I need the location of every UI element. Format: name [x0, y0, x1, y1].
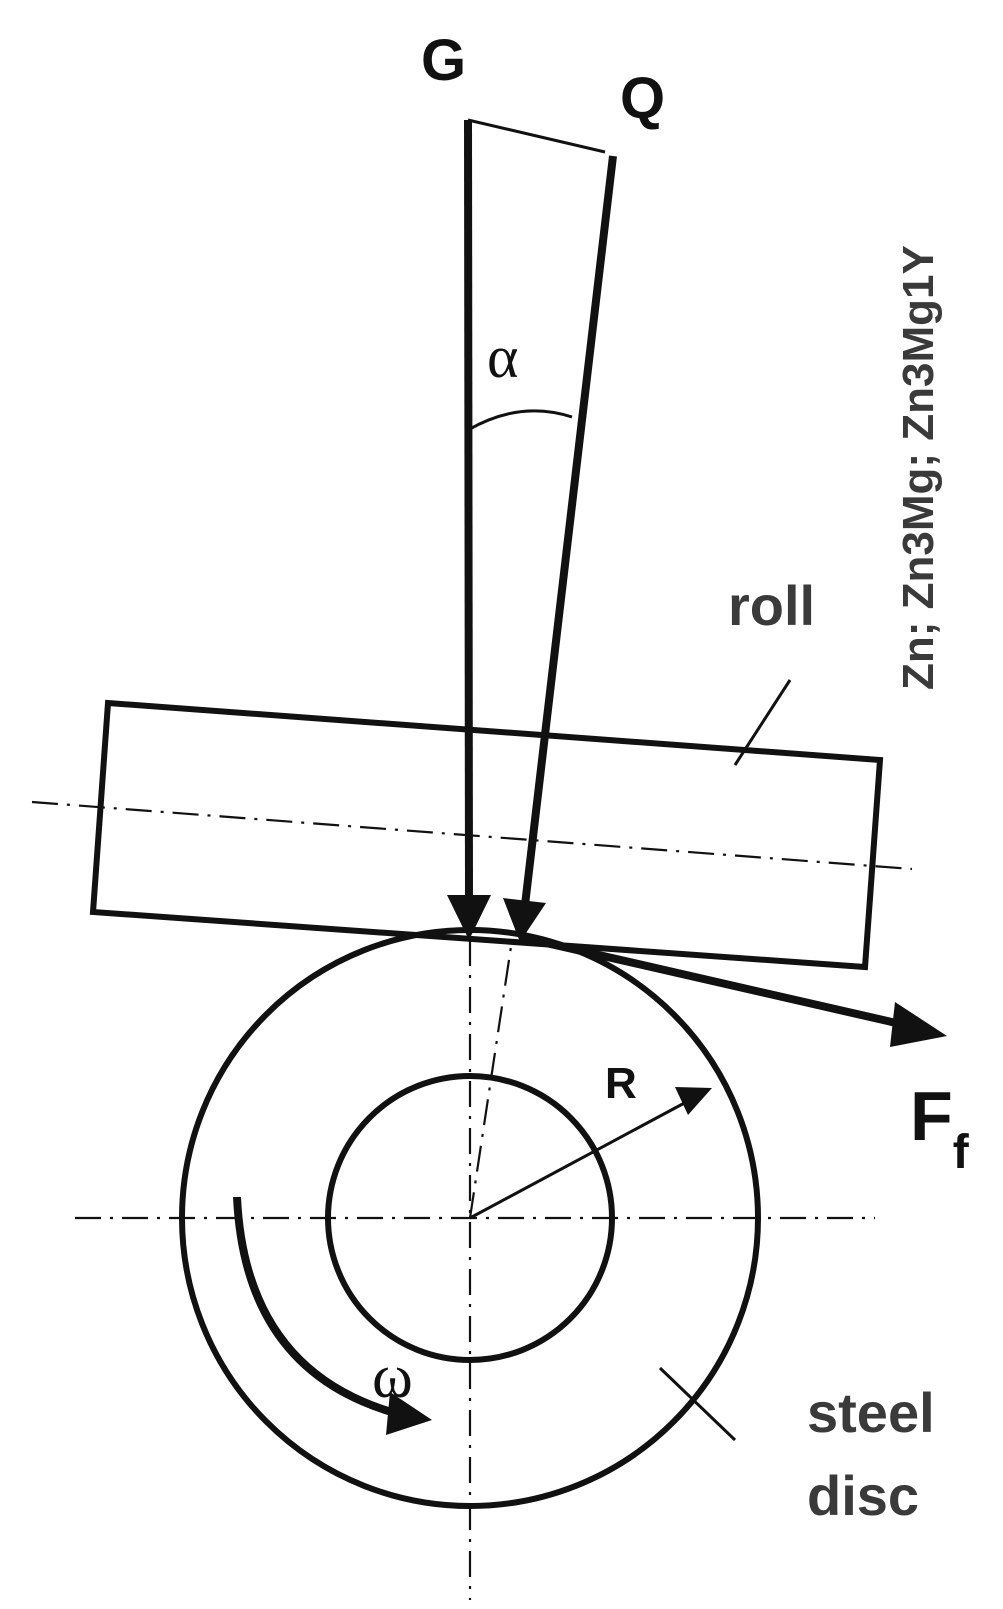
radius-line	[469, 1098, 691, 1220]
label-friction-force-sub: f	[953, 1126, 970, 1179]
roll-leader-line	[733, 679, 792, 766]
label-steel: steel	[807, 1381, 935, 1444]
roll-body	[89, 699, 884, 971]
label-g: G	[421, 28, 466, 93]
force-q-line	[521, 155, 617, 906]
label-roll: roll	[728, 574, 815, 637]
force-g-line	[464, 119, 473, 906]
label-alpha: α	[487, 324, 518, 390]
label-disc: disc	[807, 1464, 919, 1527]
friction-force-arrowhead	[890, 1002, 947, 1047]
force-q-arrowhead	[503, 898, 546, 942]
alpha-arc	[467, 409, 573, 432]
label-omega: ω	[372, 1343, 413, 1411]
label-q: Q	[620, 66, 665, 131]
rotation-arrowhead	[386, 1392, 432, 1435]
gq-connector	[467, 118, 606, 154]
radius-arrowhead	[675, 1087, 712, 1115]
friction-force-line	[519, 933, 906, 1029]
label-friction-force: Ff	[910, 1077, 970, 1179]
rotation-arc	[233, 1196, 397, 1417]
steel-disc-leader-line	[658, 1366, 737, 1442]
label-materials: Zn; Zn3Mg; Zn3Mg1Y	[894, 245, 943, 690]
label-radius: R	[605, 1059, 637, 1108]
label-friction-force-main: F	[910, 1077, 953, 1155]
force-g-arrowhead	[447, 895, 491, 940]
